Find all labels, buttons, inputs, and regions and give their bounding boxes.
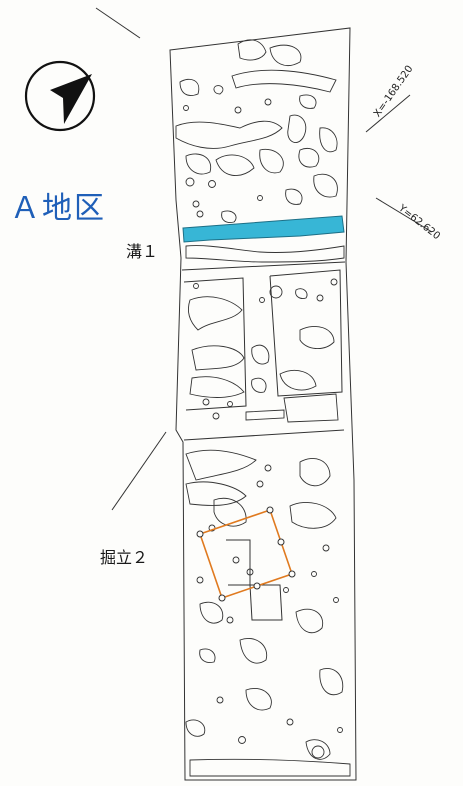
excavation-outline bbox=[169, 27, 357, 781]
pit-features-lower bbox=[185, 449, 351, 777]
grid-tick-top bbox=[95, 7, 141, 39]
post-building-feature bbox=[196, 506, 296, 602]
area-title: Ａ地区 bbox=[10, 191, 106, 226]
ditch-feature bbox=[182, 215, 345, 243]
pit-features-upper bbox=[175, 39, 338, 223]
grid-tick-x bbox=[365, 94, 411, 133]
grid-tick-left bbox=[111, 431, 167, 511]
north-arrow-icon bbox=[24, 60, 96, 132]
post-building-label: 掘立２ bbox=[100, 548, 149, 567]
ditch-label: 溝１ bbox=[126, 242, 159, 261]
pit-features-middle bbox=[185, 245, 345, 423]
grid-tick-y bbox=[375, 197, 433, 233]
